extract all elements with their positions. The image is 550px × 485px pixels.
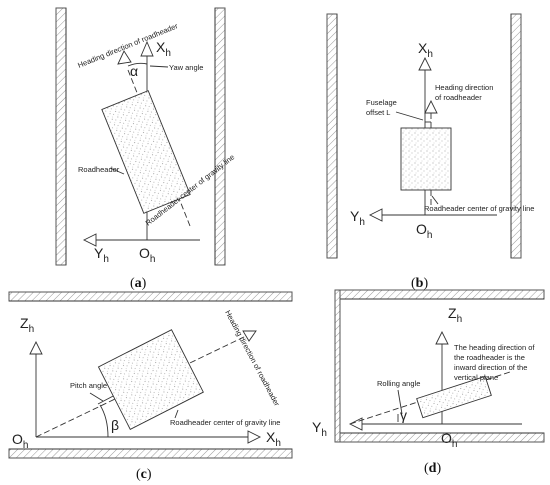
panel-b-x-label: Xh xyxy=(418,40,433,60)
panel-b-cog-label: Roadheader center of gravity line xyxy=(424,204,534,213)
panel-d-caption: (d) xyxy=(424,461,441,476)
panel-d: Zh Yh Oh γ Rolling angle The heading dir… xyxy=(312,289,545,476)
panel-a-yaw-label: Yaw angle xyxy=(169,63,203,72)
panel-c-pitch-arc xyxy=(99,404,109,438)
panel-c-beta: β xyxy=(111,417,119,433)
panel-d-note-4: vertical plane xyxy=(454,373,498,382)
panel-d-y-arrow xyxy=(348,417,363,431)
panel-a-origin-label: Oh xyxy=(139,245,155,265)
panel-b-offset-label-2: offset L xyxy=(366,108,390,117)
panel-b-wall-right xyxy=(510,13,522,259)
panel-d-z-arrow xyxy=(435,330,449,345)
panel-b-heading-arrow xyxy=(424,99,438,114)
panel-a-alpha: α xyxy=(130,63,138,79)
panel-d-roadheader-body xyxy=(416,375,492,419)
panel-a-roadheader-body xyxy=(101,90,191,214)
panel-d-wall-top xyxy=(339,289,545,300)
panel-b-heading-label-2: of roadheader xyxy=(435,93,482,102)
panel-c-z-arrow xyxy=(29,340,43,355)
panel-a-roadheader-leader xyxy=(109,167,125,175)
panel-a-y-arrow xyxy=(82,233,97,247)
panel-b-roadheader-body xyxy=(400,127,452,191)
panel-c: Zh Xh Oh β Pitch angle Roadheader center… xyxy=(8,291,293,482)
panel-b-wall-left xyxy=(326,13,338,259)
panel-a-wall-left xyxy=(55,7,67,266)
panel-a-x-arrow xyxy=(140,40,154,57)
panel-d-origin-label: Oh xyxy=(441,430,457,450)
panel-d-note-3: inward direction of the xyxy=(454,363,527,372)
panel-a-x-label: Xh xyxy=(156,39,171,59)
panel-b-origin-label: Oh xyxy=(416,221,432,241)
panel-c-wall-bottom xyxy=(8,448,293,459)
panel-a-wall-right xyxy=(214,7,226,266)
panel-c-heading-label: Heading direction of roadheader xyxy=(223,309,281,408)
panel-d-z-label: Zh xyxy=(448,305,462,325)
panel-c-wall-top xyxy=(8,291,293,302)
panel-d-y-label: Yh xyxy=(312,419,327,439)
panel-c-heading-arrow xyxy=(242,330,257,342)
panel-b-caption: (b) xyxy=(411,276,428,291)
panel-d-gamma: γ xyxy=(400,407,407,423)
panel-c-x-label: Xh xyxy=(266,429,281,449)
panel-b-offset-label-1: Fuselage xyxy=(366,98,397,107)
panel-a-yaw-arc xyxy=(127,62,148,67)
panel-b-offset-leader xyxy=(395,111,424,121)
panel-b: Xh Yh Oh Heading direction of roadheader… xyxy=(326,13,534,291)
panel-a-caption: (a) xyxy=(130,276,147,291)
panel-a: Xh Yh Oh α Yaw angle Roadheader Heading … xyxy=(55,7,236,291)
panel-d-note-2: the roadheader is the xyxy=(454,353,525,362)
panel-a-heading-arrow xyxy=(117,50,132,65)
panel-c-cog-label: Roadheader center of gravity line xyxy=(170,418,280,427)
panel-b-heading-label-1: Heading direction xyxy=(435,83,493,92)
panel-a-y-label: Yh xyxy=(94,245,109,265)
panel-b-y-arrow xyxy=(368,208,383,222)
panel-a-yaw-leader xyxy=(149,65,169,68)
panel-d-rolling-label: Rolling angle xyxy=(377,379,420,388)
panel-c-caption: (c) xyxy=(136,467,152,482)
panel-b-y-label: Yh xyxy=(350,208,365,228)
panel-c-x-arrow xyxy=(247,430,262,444)
panel-b-x-arrow xyxy=(418,56,432,71)
panel-c-heading-line xyxy=(35,335,247,438)
panel-c-pitch-label: Pitch angle xyxy=(70,381,107,390)
panel-a-roadheader-label: Roadheader xyxy=(78,165,120,174)
panel-d-note-1: The heading direction of xyxy=(454,343,535,352)
panel-c-origin-label: Oh xyxy=(12,431,28,451)
panel-c-z-label: Zh xyxy=(20,315,34,335)
panel-c-roadheader-body xyxy=(97,329,204,430)
